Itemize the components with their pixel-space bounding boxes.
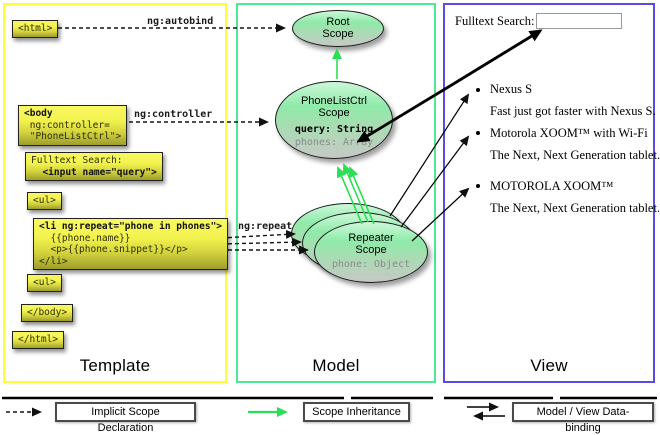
view-item-title: MOTOROLA XOOM™ xyxy=(490,179,614,193)
phonelistctrl-scope-title: PhoneListCtrl Scope xyxy=(300,95,368,119)
legend-data-binding-box: Model / View Data-binding xyxy=(512,402,654,434)
view-item-title: Nexus S xyxy=(490,82,533,96)
code-box-li-repeat: <li ng:repeat="phone in phones"> {{phone… xyxy=(33,218,229,270)
ng-autobind-label: ng:autobind xyxy=(147,16,214,27)
ng-controller-label: ng:controller xyxy=(134,109,213,120)
code-box-html-open: <html> xyxy=(12,20,59,38)
model-column: Model xyxy=(236,3,436,383)
prop-query: query: String xyxy=(294,124,374,135)
bullet-icon xyxy=(476,184,480,188)
code-box-ul-open: <ul> xyxy=(27,192,62,210)
template-column-label: Template xyxy=(79,356,151,375)
code-box-ul-close: <ul> xyxy=(27,274,62,292)
view-column-label: View xyxy=(530,356,568,375)
view-item-desc: The Next, Next Generation tablet. xyxy=(490,148,660,162)
fulltext-search-input[interactable] xyxy=(536,13,622,29)
view-item-desc: Fast just got faster with Nexus S. xyxy=(490,104,656,118)
repeater-scope-node-front: Repeater Scope phone: Object xyxy=(314,221,428,283)
phonelistctrl-scope-node: PhoneListCtrl Scope query: String phones… xyxy=(275,81,393,159)
bullet-icon xyxy=(476,131,480,135)
legend-implicit-scope-box: Implicit Scope Declaration xyxy=(55,402,196,434)
ng-repeat-label: ng:repeat xyxy=(238,221,293,232)
code-box-fulltext-input: Fulltext Search: <input name="query"> xyxy=(25,152,163,181)
view-item-title: Motorola XOOM™ with Wi-Fi xyxy=(490,126,648,140)
model-column-label: Model xyxy=(312,356,360,375)
prop-phones: phones: Array xyxy=(294,137,374,148)
bullet-icon xyxy=(476,88,480,92)
repeater-scope-title: Repeater Scope xyxy=(348,232,394,256)
root-scope-node: Root Scope xyxy=(292,10,384,47)
view-item-desc: The Next, Next Generation tablet. xyxy=(490,201,660,215)
code-box-body-close: </body> xyxy=(21,304,74,322)
code-box-body-open: <body ng:controller= "PhoneListCtrl"> xyxy=(18,105,128,146)
view-fulltext-label: Fulltext Search: xyxy=(455,14,535,28)
prop-phone: phone: Object xyxy=(331,259,411,270)
root-scope-title: Root Scope xyxy=(322,16,354,40)
legend-scope-inheritance-box: Scope Inheritance xyxy=(303,402,410,422)
code-box-html-close: </html> xyxy=(12,331,65,349)
